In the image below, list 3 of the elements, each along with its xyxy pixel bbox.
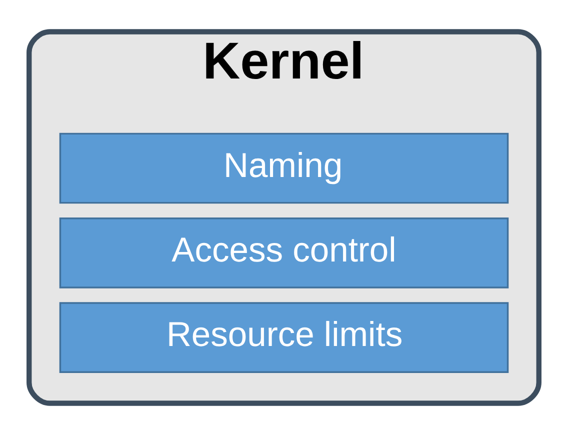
node-box: Resource limits: [59, 302, 509, 374]
node-box: Naming: [59, 132, 509, 204]
node-box: Access control: [59, 218, 509, 288]
